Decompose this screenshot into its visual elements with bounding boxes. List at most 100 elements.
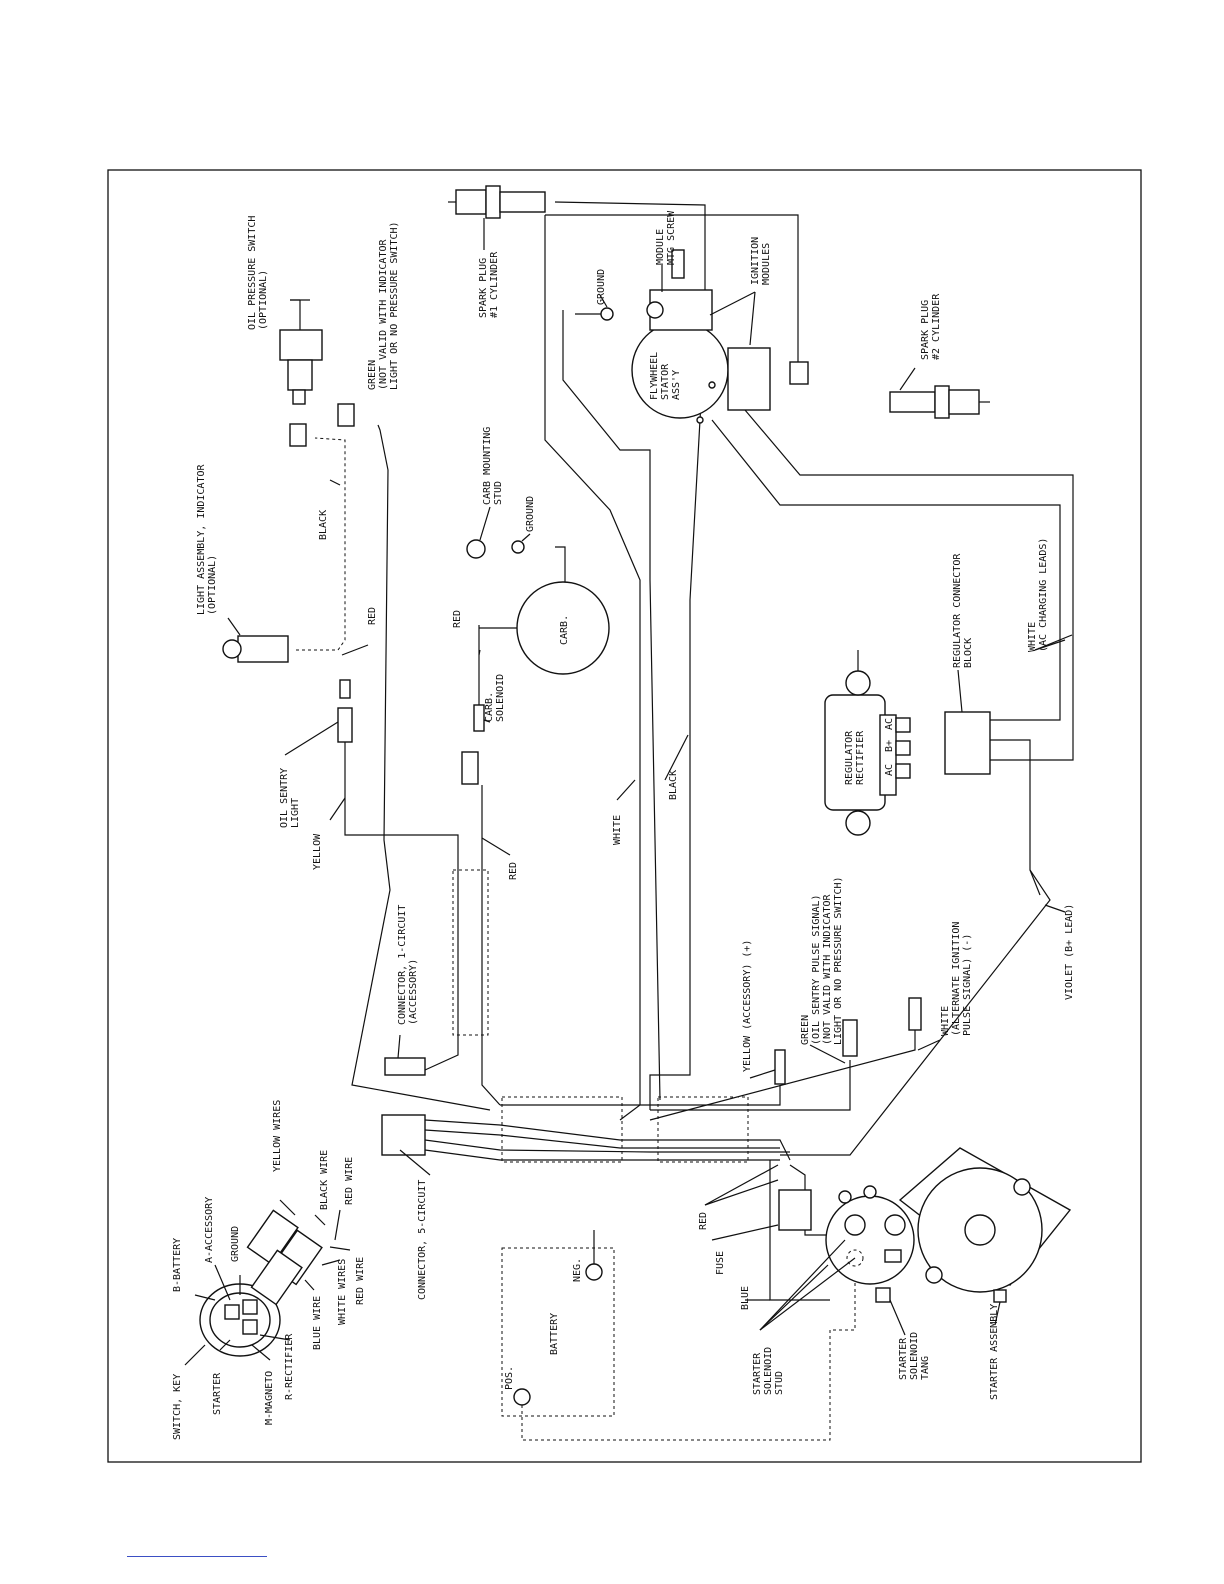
label-blue: BLUE [740,1286,751,1310]
label-black-mid: BLACK [668,770,679,800]
svg-text:(ACCESSORY): (ACCESSORY) [408,959,419,1025]
svg-text:RECTIFIER: RECTIFIER [855,730,866,785]
label-oil-pressure-switch: OIL PRESSURE SWITCH [247,216,258,330]
svg-text:SOLENOID: SOLENOID [763,1347,774,1395]
label-red-fuse: RED [698,1212,709,1230]
label-green: GREEN [367,360,378,390]
carb [516,581,610,675]
svg-text:MODULES: MODULES [761,243,772,285]
svg-text:LIGHT: LIGHT [290,798,301,828]
connector-1-circuit [384,1057,426,1076]
label-ignition-modules: IGNITION [750,237,761,285]
label-white-wires: WHITE WIRES [337,1259,348,1325]
label-battery: BATTERY [549,1313,560,1355]
footer-rule [127,1556,267,1557]
white-pulse-connector [908,997,922,1031]
black-terminal [289,423,307,447]
connector-1-circuit-boot [452,869,489,1036]
label-switch-key: SWITCH, KEY [172,1374,183,1440]
red-connector [461,751,479,785]
svg-text:(OIL SENTRY PULSE SIGNAL): (OIL SENTRY PULSE SIGNAL) [811,894,822,1045]
label-red-carb: RED [452,610,463,628]
drawing-frame [107,169,1142,1463]
label-starter-assembly: STARTER ASSEMBLY [989,1304,1000,1400]
battery [501,1247,615,1417]
svg-text:(AC CHARGING LEADS): (AC CHARGING LEADS) [1038,538,1049,652]
svg-text:(ALTERNATE IGNITION: (ALTERNATE IGNITION [951,922,962,1036]
label-r-rectifier: R-RECTIFIER [284,1333,295,1400]
label-yellow-wires: YELLOW WIRES [272,1100,283,1172]
label-carb-mounting-stud: CARB MOUNTING [482,427,493,505]
label-connector-1: CONNECTOR, 1-CIRCUIT [397,905,408,1025]
spark-plug-1 [448,185,546,219]
harness-sleeve-right [657,1096,749,1163]
oil-sentry-connector [337,707,353,743]
switch-plug [246,1209,323,1306]
label-reg-ac2: AC [884,764,895,776]
spark-plug-2 [889,385,990,419]
label-spark-plug-1: SPARK PLUG [478,258,489,318]
svg-text:SOLENOID: SOLENOID [495,674,506,722]
yellow-acc-connector [774,1049,786,1085]
label-ground-switch: GROUND [230,1226,241,1262]
label-light-assembly: LIGHT ASSEMBLY, INDICATOR [196,464,207,615]
label-spark-plug-2: SPARK PLUG [920,300,931,360]
label-black-top: BLACK [318,510,329,540]
label-white-mid: WHITE [612,815,623,845]
key-switch [199,1283,281,1357]
label-red-mid: RED [508,862,519,880]
label-regulator-connector: REGULATOR CONNECTOR [952,553,963,668]
label-yellow-accessory: YELLOW (ACCESSORY) (+) [742,940,753,1072]
svg-text:#2 CYLINDER: #2 CYLINDER [931,293,942,360]
svg-text:BLOCK: BLOCK [963,638,974,668]
label-ground-top: GROUND [596,269,607,305]
svg-text:#1 CYLINDER: #1 CYLINDER [489,251,500,318]
label-blue-wire: BLUE WIRE [312,1296,323,1350]
svg-text:TANG: TANG [920,1356,931,1380]
svg-text:(OPTIONAL): (OPTIONAL) [207,555,218,615]
regulator-connector-block [944,711,991,775]
regulator-rectifier [824,650,911,836]
svg-text:SOLENOID: SOLENOID [909,1332,920,1380]
svg-text:MTG SCREW: MTG SCREW [666,210,677,265]
label-red-wire-1: RED WIRE [344,1157,355,1205]
indicator-light-assembly [222,635,289,663]
ground-lug-top [600,307,614,321]
svg-text:STUD: STUD [493,481,504,505]
connector-5-circuit [381,1114,426,1156]
label-white-alternate: WHITE [940,1006,951,1036]
label-red-wire-2: RED WIRE [355,1257,366,1305]
ignition-module-side [727,347,771,411]
label-a-accessory: A-ACCESSORY [204,1197,215,1263]
svg-text:LIGHT OR NO PRESSURE SWITCH): LIGHT OR NO PRESSURE SWITCH) [833,876,844,1045]
carb-solenoid [473,704,485,732]
label-neg: NEG. [572,1258,583,1282]
label-pos: POS. [504,1366,515,1390]
label-yellow-left: YELLOW [312,833,323,870]
label-starter-solenoid-tang: STARTER [898,1337,909,1380]
label-b-battery: B-BATTERY [172,1238,183,1292]
label-m-magneto: M-MAGNETO [264,1371,275,1425]
label-carb-solenoid: CARB. [484,692,495,722]
battery-pos-terminal [513,1388,531,1406]
label-reg-bplus: B+ [884,740,895,752]
svg-text:STATOR: STATOR [660,363,671,400]
label-ground-carb: GROUND [525,496,536,532]
label-starter-solenoid-stud: STARTER [752,1352,763,1395]
label-reg-ac1: AC [884,718,895,730]
carb-mounting-stud [466,539,486,559]
label-white-ac: WHITE [1027,622,1038,652]
label-green-oil-sentry: GREEN [800,1015,811,1045]
svg-text:PULSE SIGNAL) (-): PULSE SIGNAL) (-) [962,934,973,1036]
harness-sleeve-left [501,1096,623,1163]
svg-text:(NOT VALID WITH INDICATOR: (NOT VALID WITH INDICATOR [378,239,389,390]
svg-text:STUD: STUD [774,1371,785,1395]
green-terminal [337,403,355,427]
label-red-light: RED [367,607,378,625]
battery-neg-terminal [585,1263,603,1281]
svg-text:(NOT VALID WITH INDICATOR: (NOT VALID WITH INDICATOR [822,894,833,1045]
oil-pressure-switch [279,299,323,405]
label-flywheel-stator: FLYWHEEL [649,352,660,400]
label-regulator-rectifier: REGULATOR [844,730,855,785]
label-oil-sentry-light: OIL SENTRY [279,768,290,828]
